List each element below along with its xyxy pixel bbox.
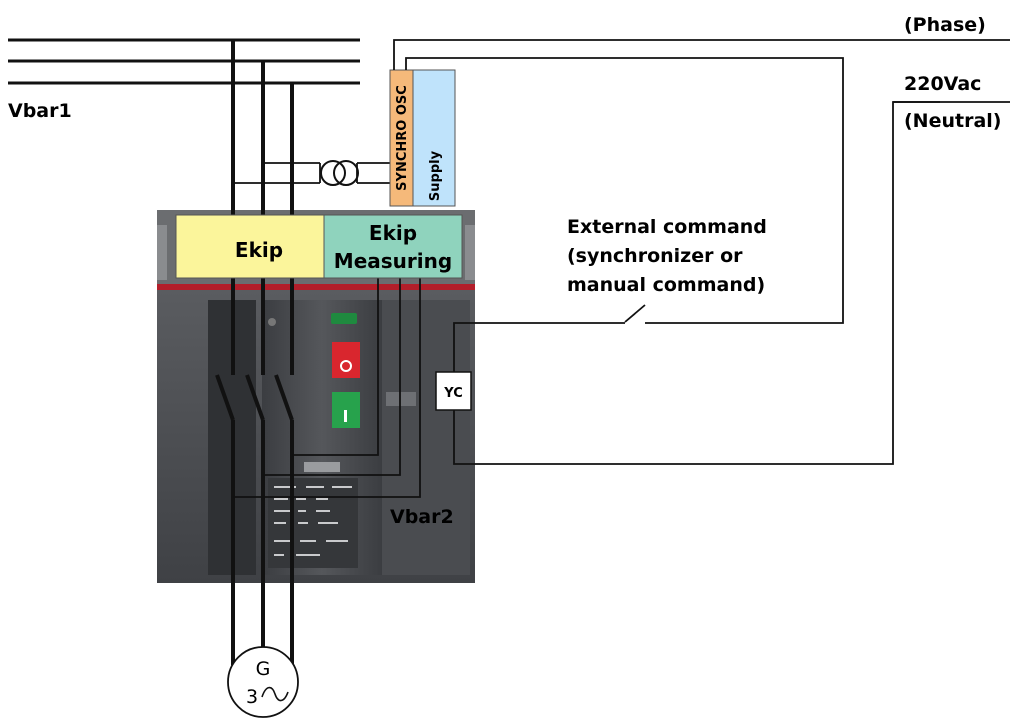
ekip-measuring-label-line1: Ekip [369, 221, 417, 245]
vt-secondary-winding [333, 160, 359, 186]
rating-plate-text-marks [274, 486, 352, 556]
phase-wire [393, 39, 1010, 70]
vbar2-label: Vbar2 [390, 506, 454, 528]
ekip-measuring-label-line2: Measuring [334, 249, 452, 273]
breaker-right-plate [382, 300, 470, 575]
supply-label: Supply [428, 150, 443, 201]
synchro-osc-label: SYNCHRO OSC [395, 85, 410, 191]
circuit-breaker-body [157, 210, 475, 583]
external-command-line3: manual command) [567, 274, 765, 296]
generator-phase-count: 3 [246, 686, 258, 708]
breaker-left-latch [157, 225, 167, 280]
close-button-symbol [344, 410, 347, 422]
ekip-module [175, 214, 325, 279]
breaker-right-latch [465, 225, 475, 280]
phase-conductors [215, 40, 294, 665]
vt-wiring [233, 162, 395, 184]
phase-l2-switch-blade [245, 374, 265, 421]
neutral-label: (Neutral) [904, 110, 1001, 132]
sine-wave-icon [261, 686, 289, 702]
busbars [8, 38, 360, 85]
voltage-label: 220Vac [904, 73, 981, 95]
closing-coil-label: YC [443, 386, 463, 401]
generator-symbol [227, 646, 299, 718]
vbar2-wiring [233, 278, 421, 498]
external-command-line1: External command [567, 216, 767, 238]
closing-coil-box [435, 371, 472, 411]
supply-module [412, 69, 456, 207]
charged-indicator [331, 313, 357, 324]
breaker-accent-stripe [157, 284, 475, 290]
command-to-yc-wire [453, 322, 625, 372]
generator-letter: G [256, 658, 271, 680]
phase-l3-switch-blade [274, 374, 294, 421]
phase-l1-switch-blade [215, 374, 235, 421]
aux-supply-wiring [393, 39, 1010, 465]
voltage-transformer-symbol [320, 160, 359, 186]
supply-phase-feed [405, 57, 844, 324]
ekip-module-label: Ekip [235, 238, 283, 262]
rating-plate-label [304, 462, 340, 472]
open-button-symbol [340, 360, 352, 372]
external-command-line2: (synchronizer or [567, 245, 743, 267]
breaker-screw [268, 318, 276, 326]
vbar2-tap-phase-l2 [263, 278, 401, 476]
phase-label: (Phase) [904, 14, 986, 36]
ekip-measuring-module [323, 214, 463, 279]
vbar2-tap-phase-l3 [292, 278, 379, 456]
vbar1-label: Vbar1 [8, 100, 72, 122]
vbar2-tap-phase-l1 [233, 278, 421, 498]
external-command-contact [624, 304, 646, 323]
spring-status-window [386, 392, 416, 406]
